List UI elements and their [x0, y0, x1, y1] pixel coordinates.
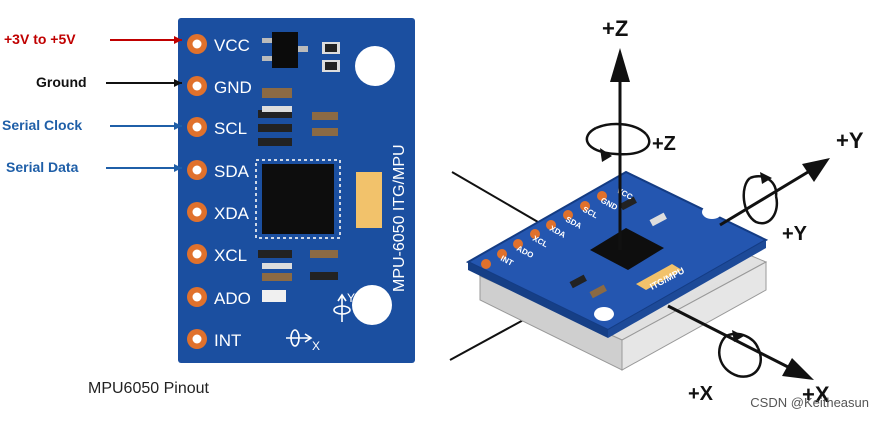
z-axis-arrow [610, 48, 630, 250]
mount-hole-bottom [352, 285, 392, 325]
board-silkscreen-text: MPU-6050 ITG/MPU [391, 144, 408, 292]
watermark: CSDN @Keitheasun [750, 395, 869, 410]
pinout-svg: VCC GND SCL SDA XDA XCL ADO INT [106, 18, 415, 363]
pinout-caption: MPU6050 Pinout [88, 380, 209, 397]
z-rotation-symbol [585, 122, 651, 156]
pin-label-gnd: GND [214, 78, 252, 97]
label-serial-clock: Serial Clock [2, 117, 83, 133]
connection-arrows [106, 36, 182, 172]
label-ground: Ground [36, 74, 87, 90]
y-rotation-label: +Y [782, 223, 808, 245]
pinout-diagram: VCC GND SCL SDA XDA XCL ADO INT [0, 0, 420, 416]
mount-hole-3d-a [702, 205, 722, 219]
pin-label-sda: SDA [214, 162, 250, 181]
x-rotation-label: +X [688, 383, 714, 405]
label-power: +3V to +5V [4, 31, 76, 47]
crystal [356, 172, 382, 228]
x-axis-arrow [667, 304, 814, 380]
z-rotation-label: +Z [652, 133, 676, 155]
y-axis-arrow-label: +Y [836, 128, 864, 153]
pin-label-ado: ADO [214, 289, 251, 308]
orientation-svg: VCC GND SCL SDA XDA XCL ADO INT ITG/MPU … [449, 16, 864, 407]
pin-pads [187, 34, 207, 349]
pin-label-int: INT [214, 331, 241, 350]
y-axis-arrow [719, 158, 830, 227]
crystal-3d [636, 264, 682, 290]
board-axis-y-label: Y [347, 291, 355, 305]
label-serial-data: Serial Data [6, 159, 79, 175]
x-axis-arrow-label: +X [802, 382, 830, 407]
board-components [255, 32, 395, 325]
board-axis-symbol [286, 293, 351, 347]
board-3d [465, 170, 769, 338]
mpu-chip-3d [590, 228, 664, 270]
x-rotation-symbol [718, 332, 763, 378]
pin-label-xcl: XCL [214, 246, 247, 265]
mpu-chip [262, 164, 334, 234]
z-axis-top-label: +Z [602, 16, 628, 41]
pin-label-xda: XDA [214, 204, 250, 223]
pin-label-scl: SCL [214, 119, 247, 138]
board-axis-x-label: X [312, 339, 320, 353]
x-axis-back-line [451, 171, 539, 223]
mount-hole-3d-b [594, 307, 614, 321]
orientation-diagram: VCC GND SCL SDA XDA XCL ADO INT ITG/MPU … [420, 0, 881, 416]
pin-label-vcc: VCC [214, 36, 250, 55]
mount-hole-top [355, 46, 395, 86]
